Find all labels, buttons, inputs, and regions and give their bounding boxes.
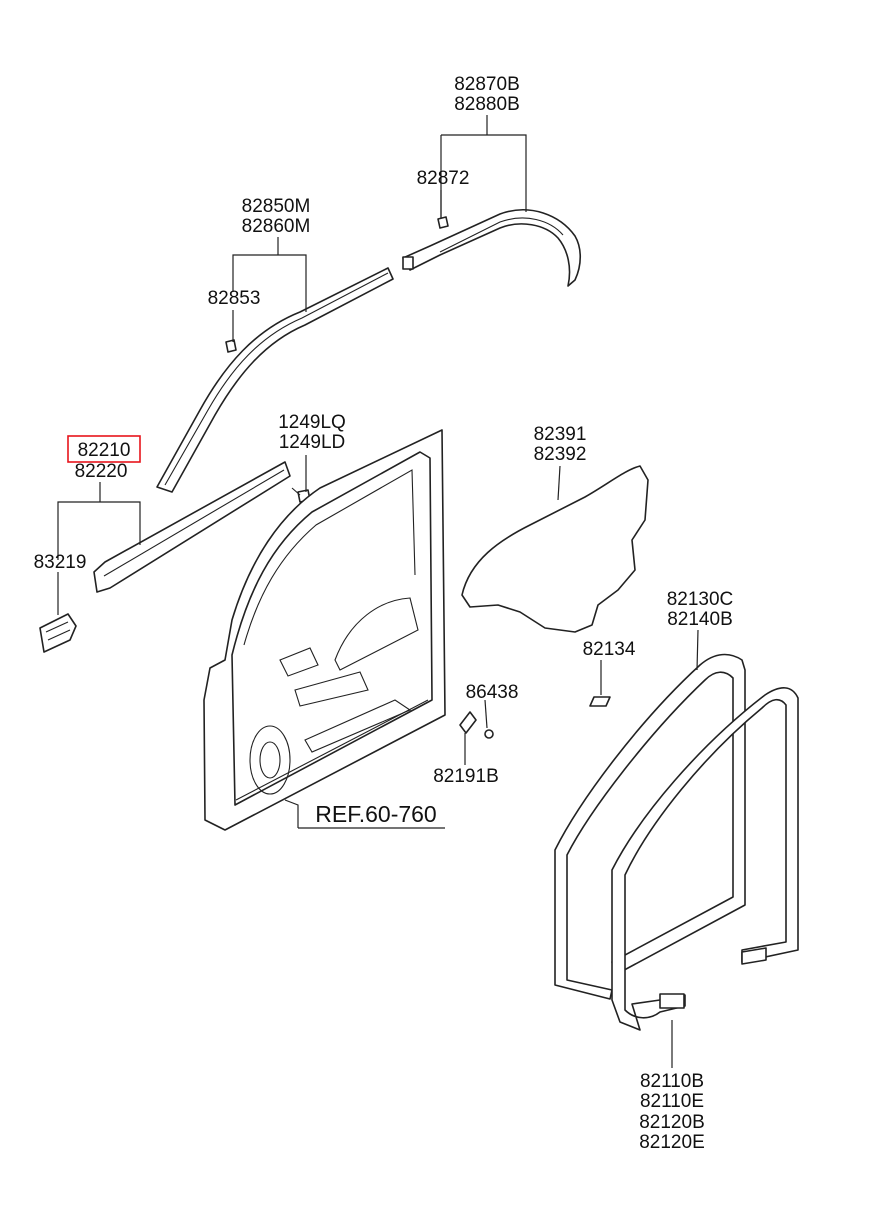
label-seal-inner: 82130C 82140B [667,589,734,630]
belt-weatherstrip[interactable] [93,461,291,593]
label-moulding-front: 82850M 82860M [242,196,311,237]
front-clip[interactable] [225,339,237,353]
label-83219: 83219 [34,552,87,573]
label-82220: 82220 [75,461,128,482]
label-82870B: 82870B [454,74,520,95]
seal-bracket[interactable] [589,696,611,707]
front-pillar-moulding[interactable] [156,267,394,493]
label-moulding-rear: 82870B 82880B [454,74,520,115]
label-82134: 82134 [583,639,636,660]
label-1249LQ: 1249LQ [278,412,346,433]
label-82130C: 82130C [667,589,734,610]
door-pad[interactable] [459,711,477,734]
body-side-seal[interactable] [611,687,799,1031]
label-seal-body: 82110B 82110E 82120B 82120E [639,1071,705,1153]
label-82880B: 82880B [454,94,520,115]
label-film: 82391 82392 [534,424,587,465]
label-screw: 1249LQ 1249LD [278,412,346,453]
label-ref-door[interactable]: REF.60-760 [315,801,436,827]
label-82872: 82872 [417,168,470,189]
label-1249LD: 1249LD [279,432,346,453]
label-82110E: 82110E [640,1091,704,1112]
highlight-box [67,435,141,463]
label-weatherstrip: 82210 82220 [67,435,141,482]
door-stopper[interactable] [484,729,494,739]
label-82391: 82391 [534,424,587,445]
label-82120B: 82120B [639,1112,705,1133]
label-82853: 82853 [208,288,261,309]
leader-lines [57,115,699,1068]
label-86438: 86438 [466,682,519,703]
door-film[interactable] [461,465,649,633]
label-82850M: 82850M [242,196,311,217]
mirror-cover[interactable] [39,613,77,653]
label-82210: 82210 [78,440,131,461]
front-door-assembly[interactable] [203,429,446,831]
rear-upper-moulding[interactable] [402,209,582,287]
rear-clip[interactable] [437,216,449,229]
label-82191B: 82191B [433,766,499,787]
label-82110B: 82110B [640,1071,704,1092]
label-82120E: 82120E [639,1132,705,1153]
label-82392: 82392 [534,444,587,465]
label-82860M: 82860M [242,216,311,237]
label-82140B: 82140B [667,609,733,630]
